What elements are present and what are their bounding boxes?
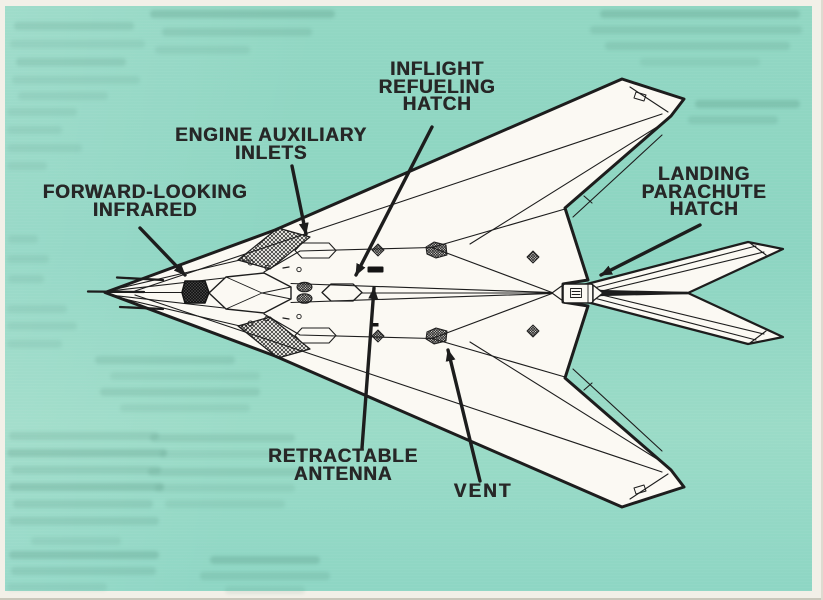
page-right-edge [821,0,823,600]
forward-looking-infrared-sensor [181,280,210,304]
label-vent: VENT [453,481,513,502]
label-line: ENGINE AUXILIARY [175,125,367,146]
engine-auxiliary-inlet-lower [237,316,311,359]
retractable-antenna-mast [367,266,384,273]
hatched-diamond-panels [371,243,540,343]
label-inflight-refueling-hatch: INFLIGHT REFUELING HATCH [378,59,496,115]
small-circle-details [241,255,302,331]
access-panel-upper [294,242,337,259]
label-landing-parachute-hatch: LANDING PARACHUTE HATCH [641,164,767,220]
label-retractable-antenna: RETRACTABLE ANTENNA [268,446,418,485]
label-line: PARACHUTE [641,181,767,203]
landing-parachute-hatch [562,283,594,304]
cockpit-canopy [208,272,292,314]
wingtip-light-upper [633,91,647,102]
spine-port-upper [296,281,313,293]
label-line: ANTENNA [293,463,393,485]
spine-port-lower [296,293,313,304]
tail-fin-lower [581,291,785,346]
parachute-hatch-door-lines [571,283,589,304]
wingtip-light-lower [633,484,647,495]
arrow-inflight-refueling-hatch [354,125,434,277]
access-panel-lower [294,327,337,344]
label-line: HATCH [402,94,472,115]
engine-auxiliary-inlet-upper [237,227,311,270]
label-line: VENT [453,481,513,502]
label-line: LANDING [657,164,751,185]
page-bottom-edge [0,598,823,600]
nose-pitot-probes [86,276,165,311]
label-line: RETRACTABLE [268,446,418,467]
arrow-forward-looking-infrared [138,226,187,277]
label-line: REFUELING [378,76,496,98]
label-line: INFLIGHT [389,59,484,80]
inflight-refueling-hatch [321,283,363,302]
canopy-frame-lines [225,276,292,310]
label-line: HATCH [669,199,739,220]
arrow-retractable-antenna [360,286,379,450]
label-line: INFRARED [92,199,198,221]
retractable-antenna-lower [371,323,379,327]
arrow-engine-auxiliary-inlets [290,164,309,236]
parachute-hatch-door [570,288,582,298]
label-line: INLETS [234,142,308,164]
callout-arrows [138,125,702,483]
label-forward-looking-infrared: FORWARD-LOOKING INFRARED [42,182,248,221]
arrow-landing-parachute-hatch [599,223,702,277]
label-line: FORWARD-LOOKING [42,182,248,203]
tail-fin-panel-lines [593,242,767,344]
label-engine-auxiliary-inlets: ENGINE AUXILIARY INLETS [175,125,367,164]
tail-tip [592,284,604,302]
vent-upper [425,241,448,259]
vent-lower [425,327,448,345]
arrow-vent [445,348,482,483]
